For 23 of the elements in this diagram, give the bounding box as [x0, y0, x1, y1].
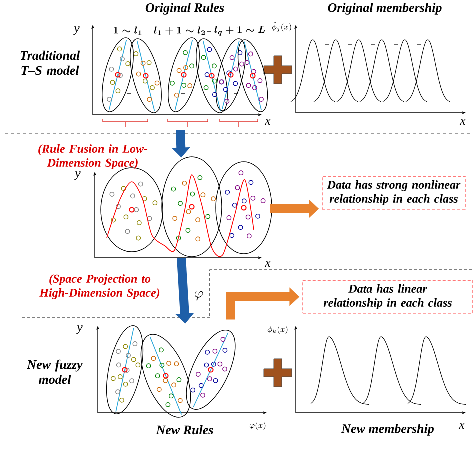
- text-box: Data has linear relationship in each class: [302, 280, 474, 314]
- text-box: Data has strong nonlinear relationship in each class: [322, 176, 466, 210]
- axis-label: x: [458, 423, 465, 429]
- axis-label: x: [264, 261, 271, 267]
- axis-label: $\phi_k(x)$: [268, 326, 288, 334]
- mapping-symbol: $\varphi$: [195, 291, 204, 301]
- panel-title: Original membership: [328, 3, 442, 15]
- axis-label: x: [264, 119, 271, 125]
- edge-label: (Space Projection to High-Dimension Space): [40, 274, 160, 300]
- edge-label: (Rule Fusion in Low-Dimension Space): [38, 144, 148, 170]
- axis-label: y: [76, 326, 83, 334]
- panel-title: Original Rules: [146, 3, 224, 15]
- panel-title: New Rules: [156, 425, 214, 435]
- axis-label: y: [74, 172, 81, 180]
- axis-label: y: [73, 26, 80, 36]
- row-label: New fuzzy model: [27, 360, 83, 384]
- row-label: Traditional T–S model: [20, 50, 80, 76]
- rule-range-label: $l_q+1\sim L$: [214, 26, 266, 36]
- axis-label: $\hat{\phi}_j(x)$: [272, 22, 292, 32]
- axis-label: x: [460, 119, 466, 125]
- rule-range-label: $1\sim l_1$: [114, 26, 142, 36]
- panel-title: New membership: [341, 424, 434, 436]
- rule-range-label: $l_1+1\sim l_2$: [154, 26, 206, 36]
